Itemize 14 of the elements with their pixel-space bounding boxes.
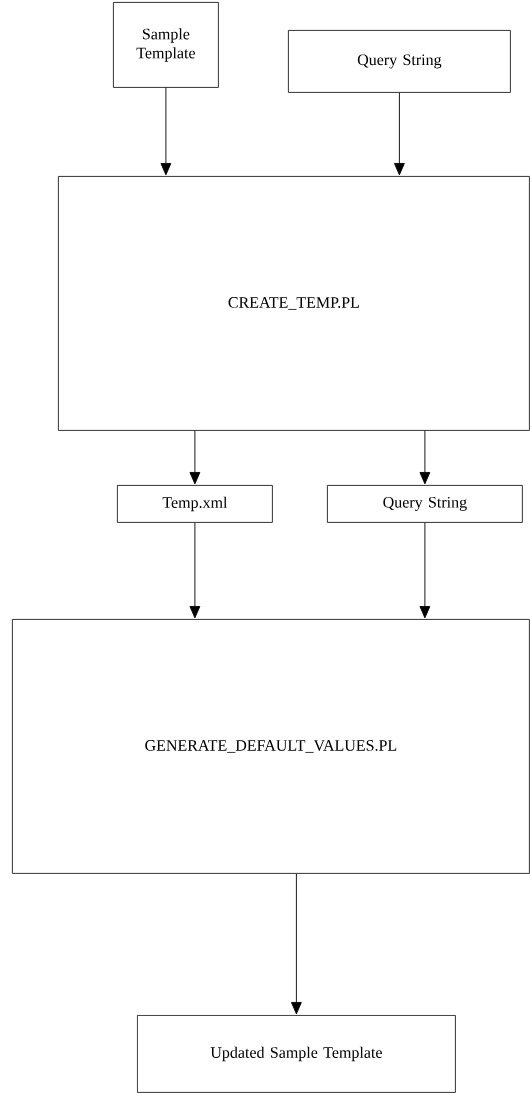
process-box: GENERATE_DEFAULT_VALUES.PL [12, 619, 530, 874]
process-box: Query String [327, 485, 523, 523]
arrow [394, 92, 405, 176]
arrow [291, 873, 302, 1015]
arrow [189, 522, 201, 619]
arrow [419, 430, 431, 485]
process-box: Updated Sample Template [137, 1015, 456, 1093]
process-box: CREATE_TEMP.PL [58, 176, 530, 431]
arrow [160, 87, 172, 176]
arrow [189, 430, 201, 485]
process-box: Temp.xml [117, 485, 273, 523]
process-box: Query String [288, 30, 511, 93]
process-box: Sample Template [113, 2, 219, 88]
arrow [419, 522, 431, 619]
